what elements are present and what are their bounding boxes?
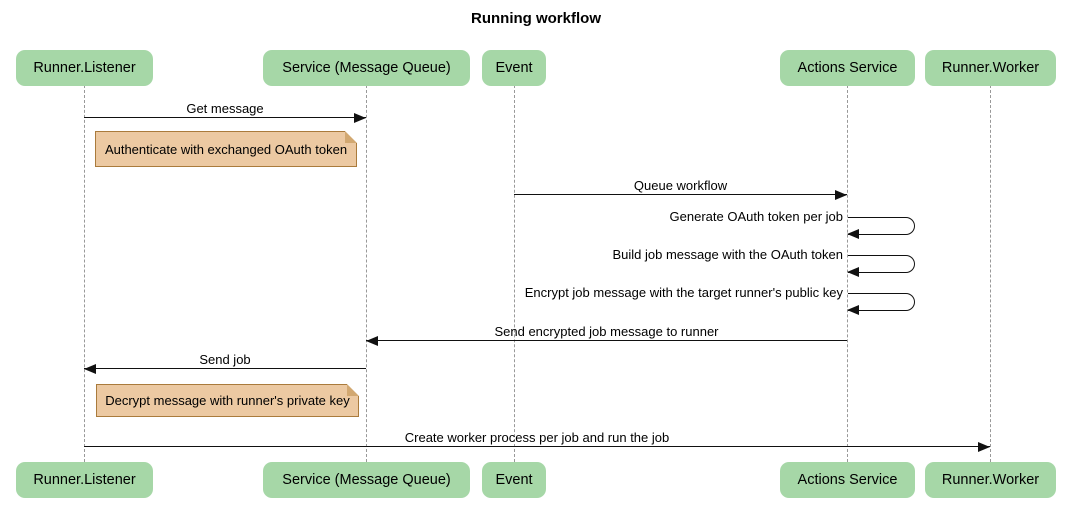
message-line	[84, 117, 366, 118]
note-label: Authenticate with exchanged OAuth token	[104, 141, 348, 157]
actor-label: Runner.Worker	[941, 60, 1040, 76]
actor-bottom-event: Event	[482, 462, 546, 498]
arrowhead-right-icon	[835, 190, 847, 200]
actor-bottom-actions-service: Actions Service	[780, 462, 915, 498]
message-label-encrypt-job-message: Encrypt job message with the target runn…	[524, 285, 843, 300]
actor-top-service-message-queue: Service (Message Queue)	[263, 50, 470, 86]
actor-top-runner-worker: Runner.Worker	[925, 50, 1056, 86]
actor-label: Runner.Listener	[33, 60, 136, 76]
actor-label: Event	[495, 60, 533, 76]
actor-bottom-runner-listener: Runner.Listener	[16, 462, 153, 498]
arrowhead-left-icon	[847, 267, 859, 277]
actor-label: Actions Service	[797, 472, 898, 488]
arrowhead-right-icon	[978, 442, 990, 452]
message-line	[84, 446, 990, 447]
message-label-get-message: Get message	[186, 101, 264, 116]
arrowhead-left-icon	[847, 305, 859, 315]
lifeline-service-message-queue	[366, 85, 367, 462]
message-label-create-worker: Create worker process per job and run th…	[404, 430, 670, 445]
actor-top-event: Event	[482, 50, 546, 86]
message-label-build-job-message: Build job message with the OAuth token	[612, 247, 843, 262]
message-line	[366, 340, 847, 341]
note-authenticate: Authenticate with exchanged OAuth token	[95, 131, 357, 167]
note-decrypt: Decrypt message with runner's private ke…	[96, 384, 359, 417]
actor-bottom-runner-worker: Runner.Worker	[925, 462, 1056, 498]
arrowhead-left-icon	[366, 336, 378, 346]
self-loop	[848, 255, 915, 273]
note-label: Decrypt message with runner's private ke…	[105, 393, 350, 408]
self-loop	[848, 293, 915, 311]
message-label-send-encrypted: Send encrypted job message to runner	[494, 324, 719, 339]
diagram-title: Running workflow	[471, 10, 601, 27]
message-line	[514, 194, 847, 195]
actor-label: Runner.Worker	[941, 472, 1040, 488]
lifeline-runner-worker	[990, 85, 991, 462]
message-label-queue-workflow: Queue workflow	[633, 178, 728, 193]
actor-top-actions-service: Actions Service	[780, 50, 915, 86]
arrowhead-right-icon	[354, 113, 366, 123]
message-label-generate-oauth-token: Generate OAuth token per job	[669, 209, 843, 224]
arrowhead-left-icon	[84, 364, 96, 374]
actor-label: Runner.Listener	[33, 472, 136, 488]
actor-label: Actions Service	[797, 60, 898, 76]
actor-bottom-service-message-queue: Service (Message Queue)	[263, 462, 470, 498]
actor-label: Service (Message Queue)	[282, 60, 451, 76]
message-line	[84, 368, 366, 369]
message-label-send-job: Send job	[199, 352, 251, 367]
self-loop	[848, 217, 915, 235]
actor-top-runner-listener: Runner.Listener	[16, 50, 153, 86]
actor-label: Service (Message Queue)	[282, 472, 451, 488]
arrowhead-left-icon	[847, 229, 859, 239]
lifeline-event	[514, 85, 515, 462]
actor-label: Event	[495, 472, 533, 488]
lifeline-runner-listener	[84, 85, 85, 462]
